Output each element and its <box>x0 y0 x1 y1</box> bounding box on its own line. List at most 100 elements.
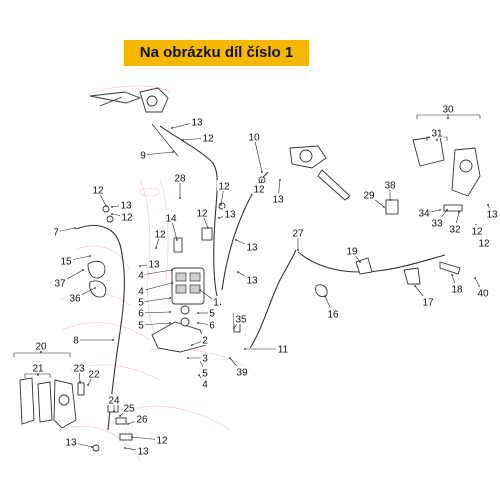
callout-bg-c1 <box>212 296 220 307</box>
callout-bg-c12j <box>155 434 169 445</box>
callout-dot-c5b <box>169 322 171 324</box>
callout-c12j: 12 <box>156 436 168 447</box>
callout-c14: 14 <box>165 214 177 225</box>
callout-dot-c12j <box>131 436 133 438</box>
callout-c15: 15 <box>60 257 72 268</box>
callout-bg-c12f <box>91 184 105 195</box>
callout-c12b: 12 <box>218 182 230 193</box>
callout-dot-c21 <box>37 374 39 376</box>
callout-c13i: 13 <box>65 438 77 449</box>
callout-leader-c9 <box>142 151 174 156</box>
banner: Na obrázku díl číslo 1 <box>124 40 309 66</box>
callout-dot-c1 <box>199 289 201 291</box>
callout-c5c: 5 <box>209 309 215 320</box>
callout-c27: 27 <box>292 229 304 240</box>
callout-c39: 39 <box>236 368 248 379</box>
callout-bg-c15 <box>59 255 73 266</box>
callout-bg-c12g <box>120 211 134 222</box>
callout-c12i: 12 <box>154 230 166 241</box>
callout-dot-c13g <box>139 265 141 267</box>
callout-c4a: 4 <box>138 271 144 282</box>
callout-bg-c38 <box>383 179 397 190</box>
callout-c33: 33 <box>431 219 443 230</box>
callout-bg-c11 <box>276 343 290 354</box>
callout-bg-c26 <box>135 413 149 424</box>
callout-dot-c27 <box>297 249 299 251</box>
callout-bg-c13b <box>271 193 285 204</box>
callout-dot-c36 <box>94 287 96 289</box>
callout-bg-c19 <box>345 245 359 256</box>
callout-leader-c6a <box>140 311 171 314</box>
assembly-brackets <box>13 114 481 378</box>
callout-leader-c4b <box>140 282 173 292</box>
callout-dot-c12c <box>261 179 263 181</box>
callout-c37: 37 <box>54 279 66 290</box>
callout-bg-c12c <box>252 183 266 194</box>
abs-control-unit <box>151 267 207 353</box>
callout-bg-c33 <box>430 217 444 228</box>
callout-dot-c38 <box>389 199 391 201</box>
callout-bg-c16 <box>326 308 340 319</box>
callout-bg-c9 <box>139 149 147 160</box>
callout-bg-c24 <box>107 394 121 405</box>
callout-c12h: 12 <box>196 209 208 220</box>
callout-c26: 26 <box>136 415 148 426</box>
callout-dot-c20 <box>40 351 42 353</box>
callout-dot-c5a <box>169 297 171 299</box>
callout-c13f: 13 <box>246 243 258 254</box>
callout-bg-c17 <box>421 296 435 307</box>
callout-bg-c36 <box>68 292 82 303</box>
callout-bg-c13g <box>147 258 161 269</box>
callout-bg-c22 <box>87 368 101 379</box>
callout-bg-c8 <box>72 334 80 345</box>
callout-dot-c39 <box>229 357 231 359</box>
callout-dot-c12b <box>220 204 222 206</box>
callout-c28: 28 <box>174 174 186 185</box>
callout-c10: 10 <box>248 133 260 144</box>
callout-bg-c29 <box>362 189 376 200</box>
callout-c12e: 12 <box>478 239 490 250</box>
callout-bg-c12d <box>470 225 484 236</box>
callout-dot-c18 <box>451 274 453 276</box>
callout-dot-c12a <box>182 139 184 141</box>
callout-bg-c39 <box>235 366 249 377</box>
callout-c19: 19 <box>346 247 358 258</box>
callout-dot-c4a <box>171 269 173 271</box>
callout-dot-c33 <box>446 209 448 211</box>
callout-c12c: 12 <box>253 185 265 196</box>
callout-leader-c4a <box>140 269 173 276</box>
callout-dot-c17 <box>414 285 416 287</box>
callout-c23: 23 <box>73 364 85 375</box>
callout-c5b: 5 <box>138 321 144 332</box>
callout-c17: 17 <box>422 298 434 309</box>
callout-bg-c27 <box>291 227 305 238</box>
callout-leader-c5b <box>140 322 171 326</box>
callout-c40: 40 <box>477 289 489 300</box>
callout-dot-c13e <box>218 217 220 219</box>
rear-caliper-assembly <box>385 135 481 215</box>
callout-dot-c9 <box>172 151 174 153</box>
callout-bg-c23 <box>72 362 86 373</box>
callout-c30: 30 <box>442 105 454 116</box>
callout-dot-c35 <box>233 327 235 329</box>
callout-dot-c25 <box>119 415 121 417</box>
callout-bg-c13d <box>119 199 133 210</box>
callout-dot-c12i <box>155 247 157 249</box>
callout-dot-c26 <box>127 423 129 425</box>
callout-dot-c13h <box>237 271 239 273</box>
callout-c6a: 6 <box>138 309 144 320</box>
callout-bg-c13e <box>223 208 237 219</box>
callout-dot-c3 <box>187 357 189 359</box>
callout-leader-c10 <box>253 136 263 173</box>
callout-dot-c16 <box>324 295 326 297</box>
banner-text: Na obrázku díl číslo 1 <box>139 44 294 61</box>
callout-bg-c12b <box>217 180 231 191</box>
callout-c13g: 13 <box>148 260 160 271</box>
callout-bg-c12e <box>477 237 491 248</box>
callout-c35: 35 <box>235 315 247 326</box>
callout-bg-c13i <box>64 436 78 447</box>
callout-c18: 18 <box>451 285 463 296</box>
callout-dot-c10 <box>261 171 263 173</box>
